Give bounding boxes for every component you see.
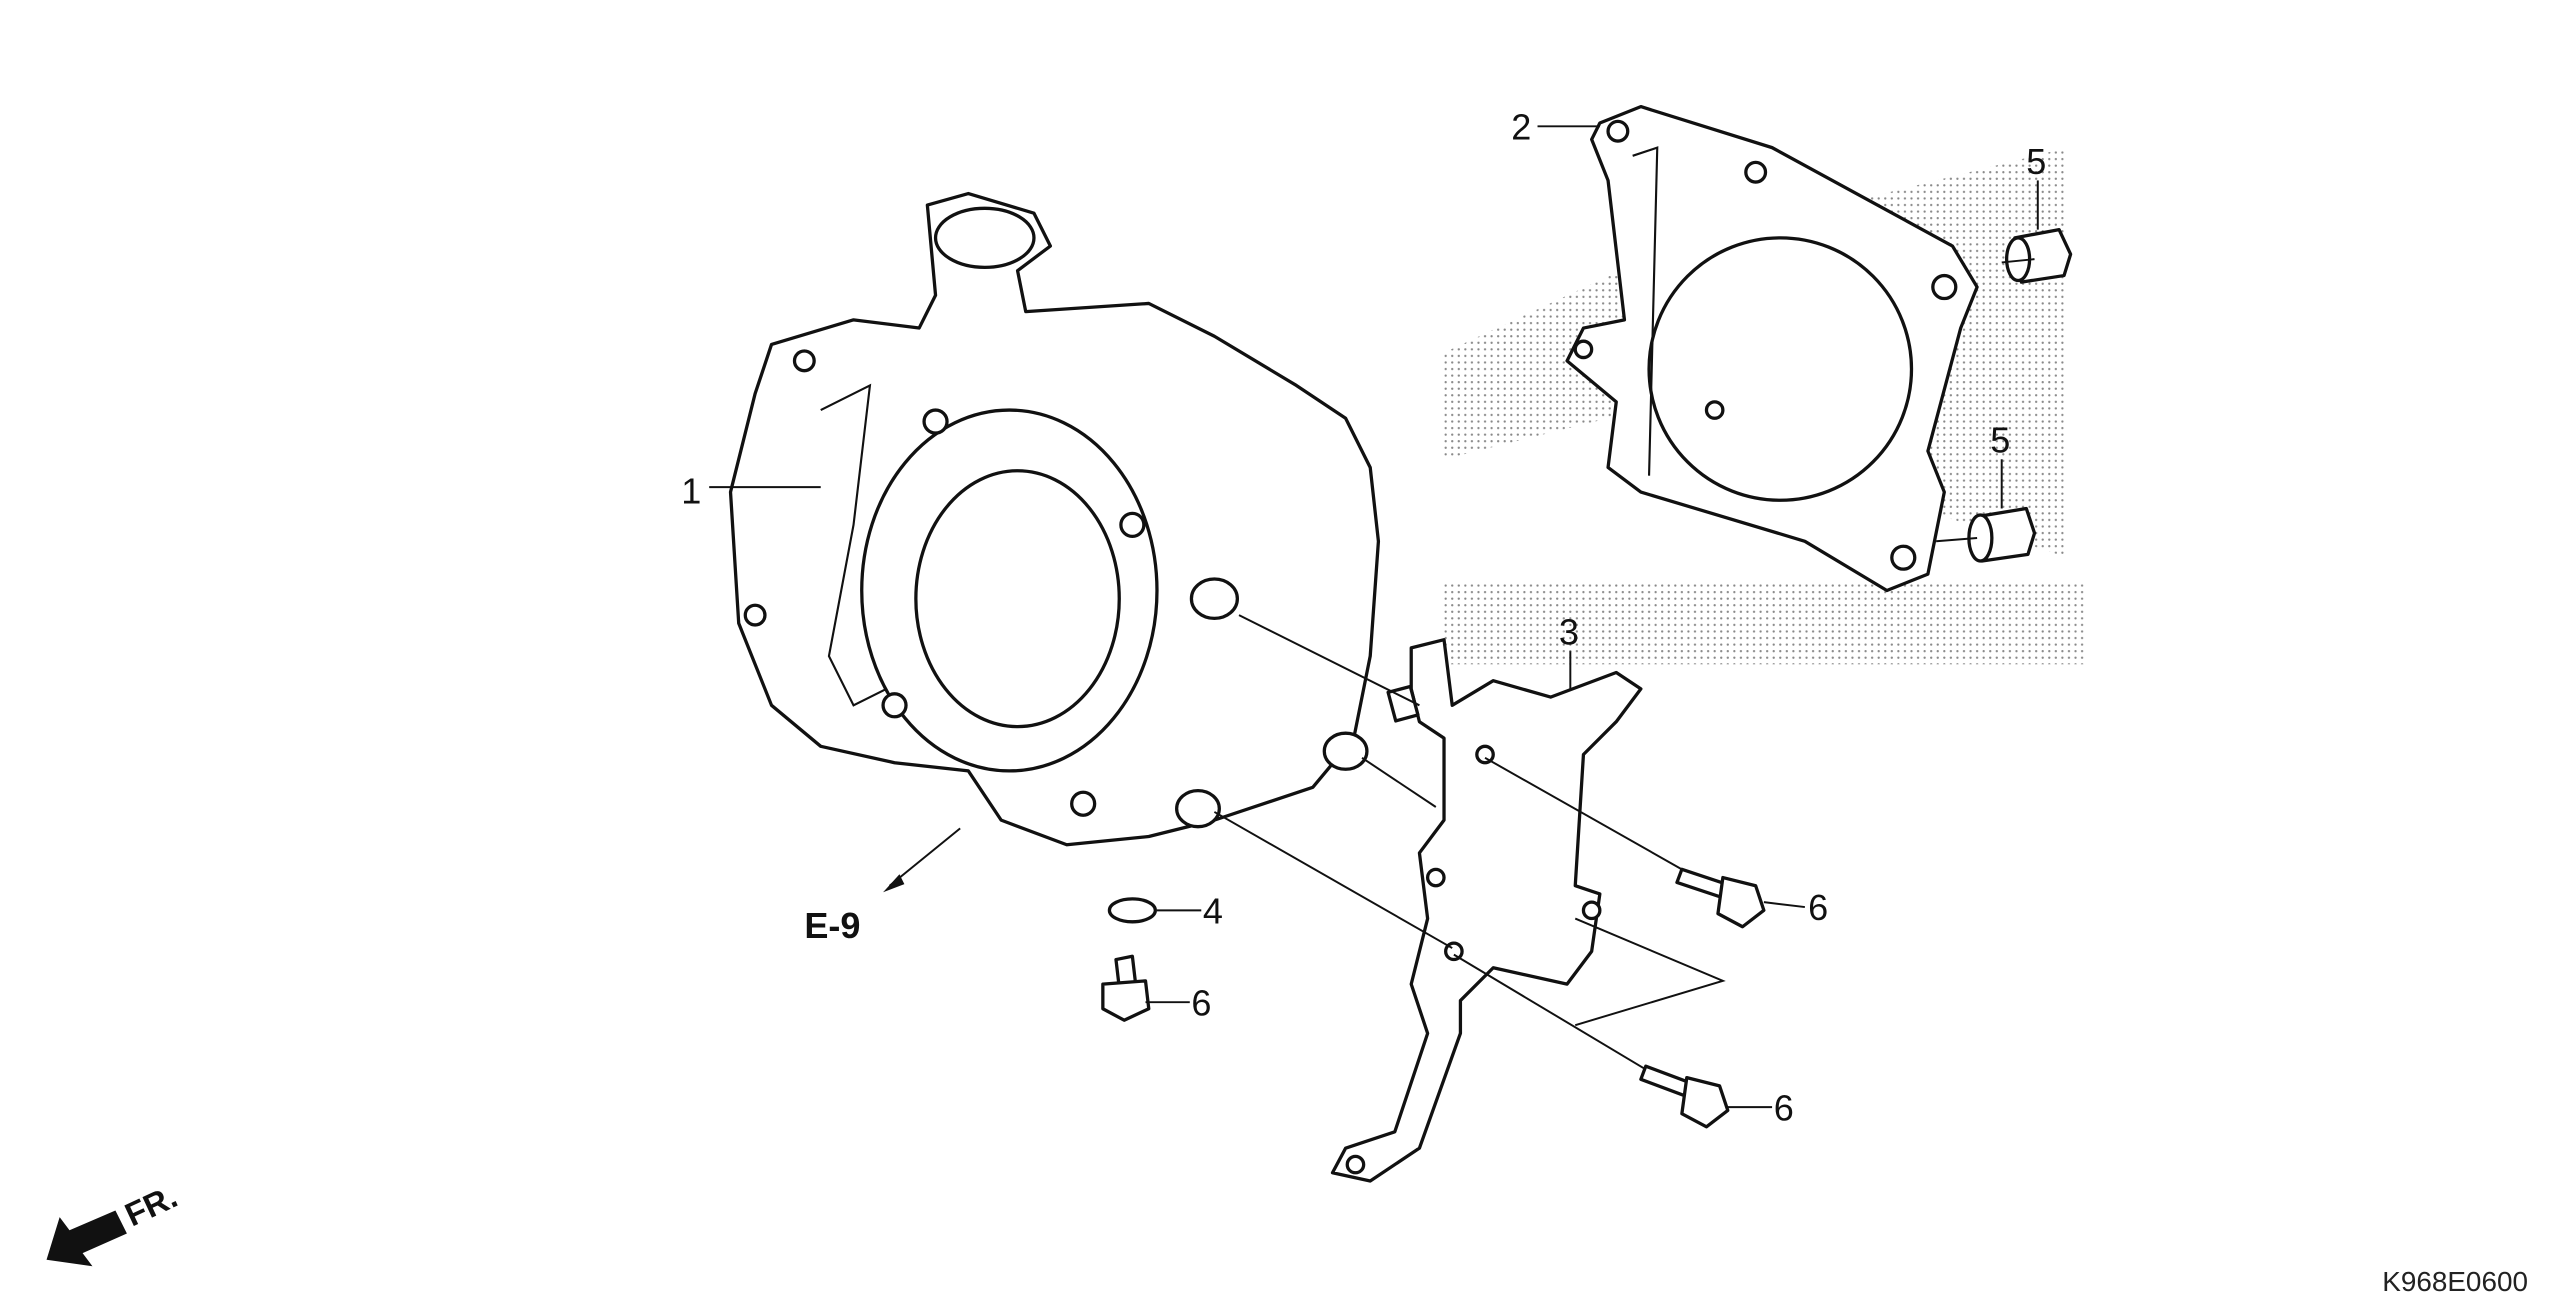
callout-3: 3	[1559, 612, 1579, 653]
bolt-right-lower[interactable]	[1639, 1064, 1730, 1129]
cylinder-gasket[interactable]	[1565, 104, 1979, 593]
assembly-lines	[1213, 258, 2035, 1071]
cylinder[interactable]	[728, 191, 1381, 847]
washer[interactable]	[1107, 897, 1157, 924]
bracket[interactable]	[1330, 638, 1643, 1183]
callout-leaders	[709, 125, 2039, 1109]
callout-6-left: 6	[1191, 982, 1211, 1023]
callout-6-right-lower: 6	[1774, 1087, 1794, 1128]
bolt-left[interactable]	[1101, 954, 1151, 1022]
bolt-right-upper[interactable]	[1675, 867, 1766, 929]
callout-6-right-upper: 6	[1808, 887, 1828, 928]
front-arrow-icon	[46, 1210, 127, 1267]
callout-1: 1	[681, 471, 701, 512]
reference-e9[interactable]: E-9	[804, 827, 961, 946]
front-label: FR.	[119, 1177, 183, 1233]
callout-5-lower: 5	[1990, 420, 2010, 461]
front-direction-indicator: FR.	[46, 1177, 183, 1267]
callout-2: 2	[1511, 106, 1531, 147]
callout-4: 4	[1203, 890, 1223, 931]
dowel-pin-lower[interactable]	[1967, 506, 2037, 563]
callout-5-upper: 5	[2026, 141, 2046, 182]
reference-e9-label: E-9	[804, 905, 860, 946]
drawing-code: K968E0600	[2382, 1266, 2528, 1297]
dowel-pin-upper[interactable]	[2004, 227, 2073, 284]
